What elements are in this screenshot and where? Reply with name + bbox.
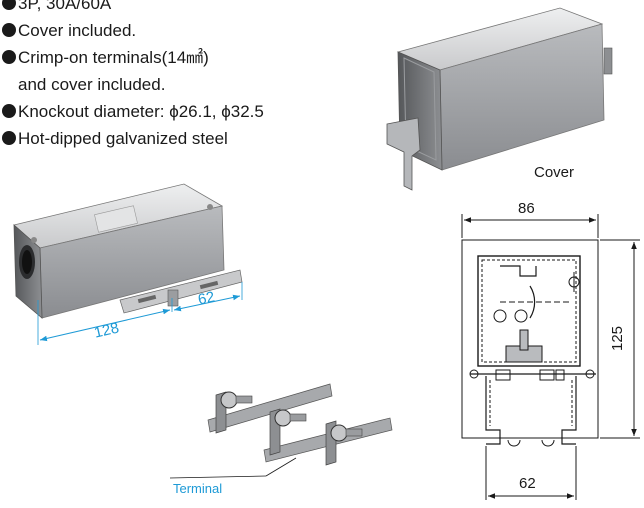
feature-text: Cover included.	[18, 21, 137, 40]
section-height-dimension: 125	[609, 325, 627, 352]
feature-item: Knockout diameter: ϕ26.1, ϕ32.5	[2, 98, 362, 125]
terminal-illustration	[169, 383, 393, 479]
feature-list: 3P, 30A/60A Cover included. Crimp-on ter…	[2, 0, 362, 152]
feature-item: Hot-dipped galvanized steel	[2, 125, 362, 152]
feature-text: Hot-dipped galvanized steel	[18, 129, 228, 148]
rail-width-dimension: 62	[519, 475, 536, 492]
feature-item: Crimp-on terminals(14㎟)	[2, 44, 362, 71]
feature-item-continuation: and cover included.	[2, 71, 362, 98]
bullet-icon	[2, 131, 16, 145]
cover-label: Cover	[534, 164, 575, 181]
feature-text: and cover included.	[18, 75, 166, 94]
feature-text: 3P, 30A/60A	[18, 0, 112, 13]
feature-item: 3P, 30A/60A	[2, 0, 362, 17]
cross-section-drawing	[461, 214, 640, 500]
feature-text: Knockout diameter: ϕ26.1, ϕ32.5	[18, 102, 264, 121]
feature-text: Crimp-on terminals(14㎟)	[18, 48, 209, 67]
box-illustration	[13, 183, 243, 345]
bullet-icon	[2, 104, 16, 118]
feature-item: Cover included.	[2, 17, 362, 44]
bullet-icon	[2, 23, 16, 37]
bullet-icon	[2, 0, 16, 10]
bullet-icon	[2, 50, 16, 64]
cover-illustration	[386, 7, 613, 191]
bracket-length-dimension: 62	[196, 288, 217, 309]
section-width-dimension: 86	[518, 200, 535, 217]
terminal-label: Terminal	[173, 481, 223, 496]
